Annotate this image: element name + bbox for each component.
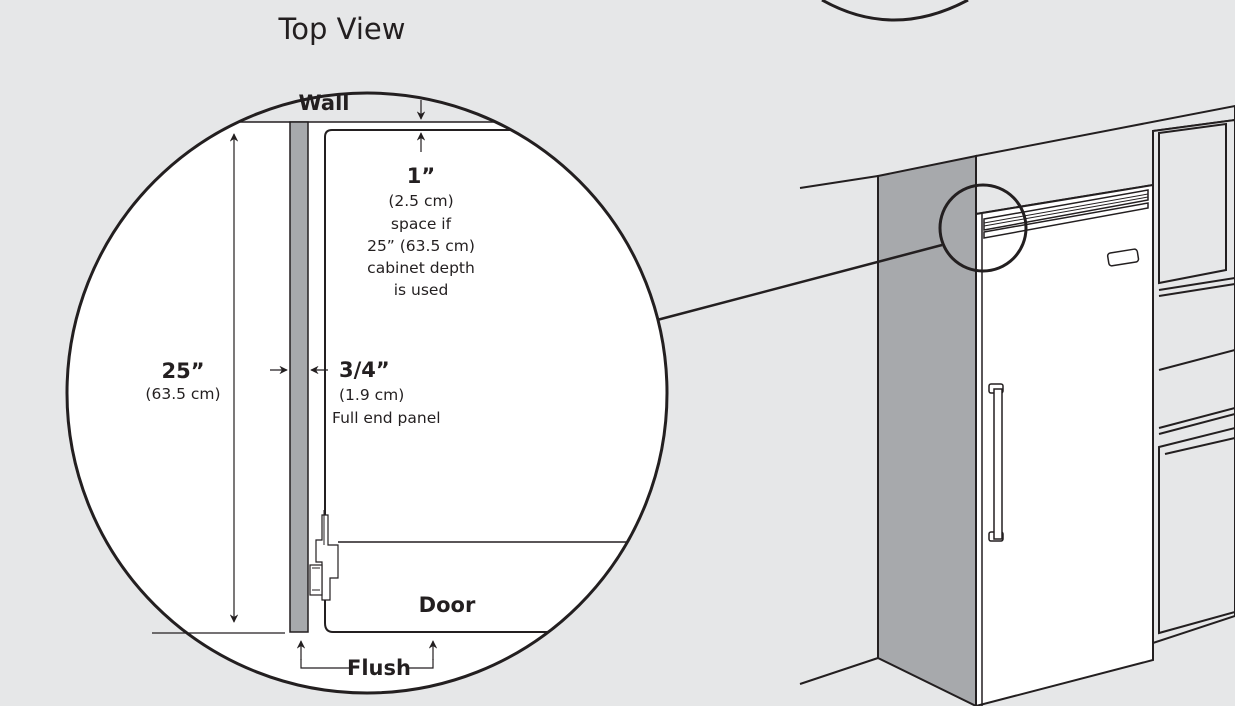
control-display [1106,248,1140,267]
flush-label: Flush [347,656,411,680]
top-arc [821,0,969,22]
space-note-line: cabinet depth [367,259,475,277]
zoom-indicator-circle [938,183,1028,273]
space-note-line: is used [394,281,449,299]
door-handle [988,383,1004,542]
space-note-line: 25” (63.5 cm) [367,237,475,255]
adjacent-cabinets [1152,118,1235,645]
panel-dimension-value: 3/4” [339,358,390,382]
detail-circle-border [65,91,669,695]
depth-dimension-metric: (63.5 cm) [145,385,220,403]
ceiling-line [799,175,879,189]
flush-bracket-right [408,659,434,669]
refrigerator-body [975,183,1154,706]
end-panel [877,154,977,706]
cabinet-perspective-scene [656,0,1235,706]
refrigerator-outline [324,129,667,633]
door-label: Door [419,593,476,617]
diagram-title: Top View [278,12,406,46]
top-view-detail: Top View Wall 1” (2.5 cm) space if 25” (… [65,12,669,695]
wall-label: Wall [299,91,350,115]
space-dimension-metric: (2.5 cm) [388,192,453,210]
wall-band [67,93,667,122]
floor-line [799,657,879,685]
end-panel-top-view [289,121,309,633]
hinge-detail [315,514,339,601]
panel-dimension-metric: (1.9 cm) [339,386,404,404]
panel-dimension-note: Full end panel [332,409,441,427]
space-dimension-value: 1” [407,164,435,188]
detail-circle-fill [67,93,667,693]
zoom-connector-line [656,243,943,322]
space-note-line: space if [391,215,452,233]
depth-dimension-value: 25” [161,359,204,383]
flush-bracket-left [300,659,350,669]
